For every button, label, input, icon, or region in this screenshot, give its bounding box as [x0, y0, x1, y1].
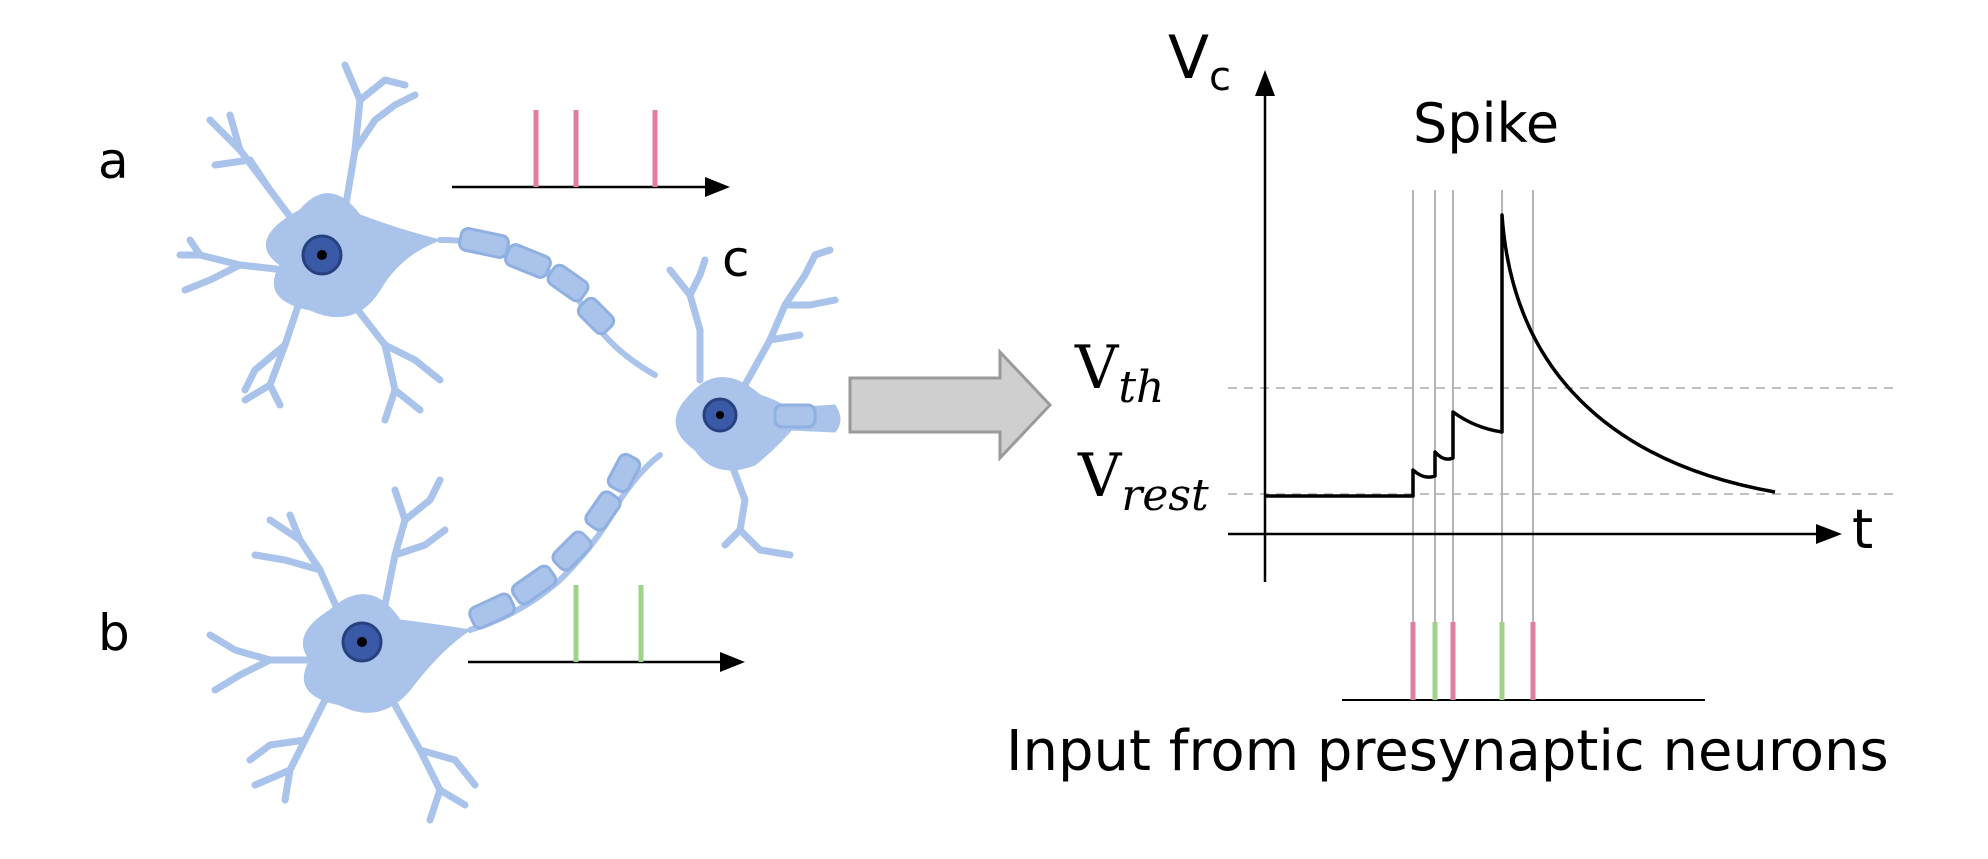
label-neuron-b: b	[98, 604, 130, 662]
v-label: Vc	[1168, 23, 1231, 100]
vrest-label: Vrest	[1077, 441, 1209, 521]
arrow-head-b	[720, 652, 745, 672]
x-axis-arrow	[1816, 524, 1842, 544]
myelin-b	[468, 452, 642, 630]
myelin-c	[773, 403, 817, 429]
spike-train-b	[468, 585, 745, 672]
neuron-b	[206, 476, 479, 824]
spike-guides	[1412, 190, 1534, 700]
vth-label: Vth	[1074, 333, 1164, 413]
transition-arrow	[848, 348, 1053, 462]
input-caption: Input from presynaptic neurons	[1006, 719, 1889, 784]
membrane-potential-trace	[1265, 213, 1776, 498]
t-label: t	[1852, 498, 1873, 561]
y-axis-arrow	[1255, 70, 1275, 96]
label-neuron-c: c	[722, 230, 750, 288]
neuron-a	[176, 61, 444, 424]
myelin-a	[458, 227, 616, 336]
arrow-head-a	[705, 177, 730, 197]
spike-label: Spike	[1413, 92, 1559, 155]
neuron-c	[666, 246, 841, 559]
label-neuron-a: a	[98, 132, 129, 190]
input-raster: Input from presynaptic neurons	[1006, 622, 1889, 784]
potential-plot: Vc Spike Vth Vrest t	[1074, 23, 1900, 700]
spike-train-a	[452, 110, 730, 197]
